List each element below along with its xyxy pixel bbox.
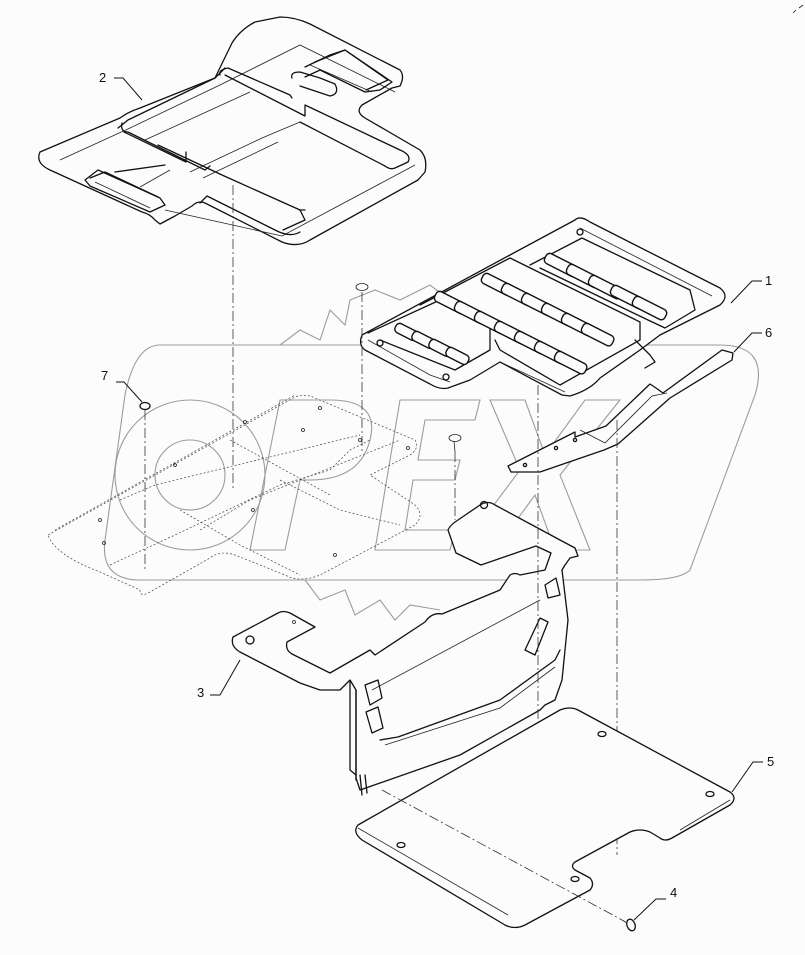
part-1-seat-mat[interactable]: [359, 217, 726, 397]
callout-label-4: 4: [670, 885, 677, 900]
callout-label-7: 7: [101, 368, 108, 383]
callout-2[interactable]: 2: [99, 70, 143, 101]
callout-1[interactable]: 1: [730, 273, 772, 304]
part-5-floor-plate[interactable]: [355, 707, 735, 929]
part-4-push-rivet[interactable]: [621, 918, 637, 932]
corner-mark: [792, 4, 804, 14]
centerline-4: [381, 789, 623, 921]
callout-4[interactable]: 4: [633, 885, 677, 921]
callout-7[interactable]: 7: [101, 368, 143, 403]
base-frame-reference: [47, 394, 421, 595]
part-3-support-bracket[interactable]: [231, 500, 579, 796]
callout-label-2: 2: [99, 70, 106, 85]
rivet-middle: [448, 434, 462, 453]
callout-label-3: 3: [197, 685, 204, 700]
plug-cap-upper: [355, 283, 369, 291]
callout-3[interactable]: 3: [197, 659, 241, 700]
part-7-plug-cap[interactable]: [139, 401, 151, 411]
callout-5[interactable]: 5: [731, 754, 774, 793]
callout-6[interactable]: 6: [733, 325, 772, 353]
callout-label-6: 6: [765, 325, 772, 340]
part-6-strap-bracket[interactable]: [507, 349, 734, 473]
callout-label-5: 5: [767, 754, 774, 769]
callout-label-1: 1: [765, 273, 772, 288]
part-2-upper-floor-mat[interactable]: [38, 16, 427, 246]
